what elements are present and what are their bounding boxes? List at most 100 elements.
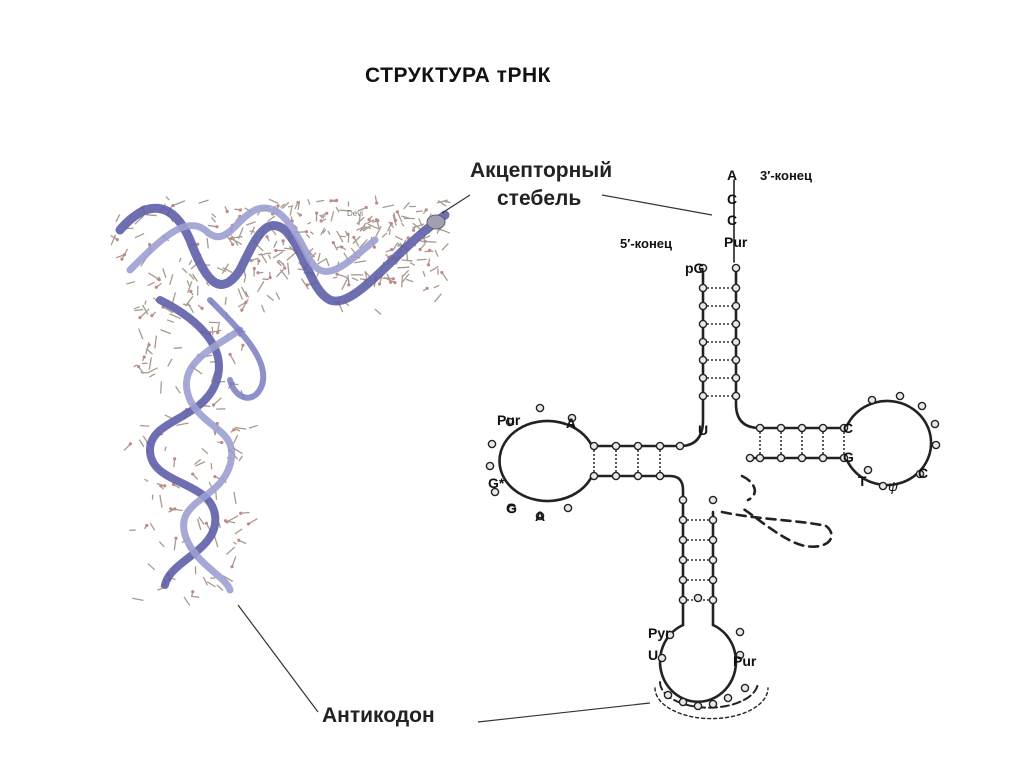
atom-dot xyxy=(223,519,228,523)
atom-dot xyxy=(145,523,149,528)
nucleotide-stick xyxy=(233,434,239,444)
variable-loop-2 xyxy=(740,474,757,502)
nucleotide-circle xyxy=(895,391,905,401)
nucleotide-circle xyxy=(776,423,786,433)
nucleotide-stick xyxy=(439,228,451,234)
nucleotide-circle xyxy=(698,283,708,293)
nucleotide-stick xyxy=(260,252,268,264)
nucleotide-circle xyxy=(818,423,828,433)
base-A-d-loop-top: A xyxy=(566,415,576,431)
atom-dot xyxy=(406,236,410,240)
nucleotide-stick xyxy=(154,335,158,349)
atom-dot xyxy=(281,239,285,243)
nucleotide-circle xyxy=(755,453,765,463)
nucleotide-stick xyxy=(191,595,200,598)
nucleotide-stick xyxy=(183,596,191,606)
nucleotide-stick xyxy=(330,211,335,222)
variable-loop xyxy=(720,506,833,548)
nucleotide-stick xyxy=(222,266,233,273)
three-prime-end-label: 3′-конец xyxy=(760,168,812,183)
backbone-ribbon-stem-2 xyxy=(180,326,244,594)
nucleotide-circle xyxy=(797,423,807,433)
nucleotide-stick xyxy=(172,200,186,207)
nucleotide-stick xyxy=(286,251,297,261)
atom-dot xyxy=(138,316,142,320)
nucleotide-stick xyxy=(409,261,416,266)
nucleotide-stick xyxy=(335,206,340,213)
nucleotide-stick xyxy=(429,265,439,272)
nucleotide-stick xyxy=(134,308,144,312)
nucleotide-circle xyxy=(655,441,665,451)
nucleotide-circle xyxy=(698,301,708,311)
nucleotide-circle xyxy=(878,481,888,491)
nucleotide-circle xyxy=(931,440,941,450)
nucleotide-stick xyxy=(110,234,117,246)
nucleotide-circle xyxy=(535,403,545,413)
atom-dot xyxy=(331,240,335,245)
base-C-1: C xyxy=(727,191,737,207)
atom-dot xyxy=(230,565,234,569)
nucleotide-stick xyxy=(244,291,250,298)
atom-dot xyxy=(304,230,309,234)
nucleotide-circle xyxy=(740,683,750,693)
nucleotide-stick xyxy=(232,541,238,545)
nucleotide-stick xyxy=(188,273,195,280)
nucleotide-stick xyxy=(260,304,266,313)
nucleotide-stick xyxy=(164,414,172,419)
nucleotide-stick xyxy=(202,576,209,586)
nucleotide-circles xyxy=(485,263,941,711)
nucleotide-stick xyxy=(275,269,284,278)
nucleotide-stick xyxy=(358,214,361,226)
nucleotide-stick xyxy=(401,269,410,278)
nucleotide-stick xyxy=(192,273,199,282)
atom-dot xyxy=(425,286,429,290)
atom-dot xyxy=(424,208,428,212)
nucleotide-circle xyxy=(698,263,708,273)
atom-dot xyxy=(163,484,167,488)
nucleotide-stick xyxy=(132,597,144,602)
nucleotide-stick xyxy=(165,196,170,201)
nucleotide-stick xyxy=(339,209,351,212)
base-letters: A C C Pur pG U Pur A G* G A C G T ψ C Py… xyxy=(488,167,928,669)
nucleotide-stick xyxy=(147,563,156,571)
nucleotide-circle xyxy=(507,504,517,514)
atom-dot xyxy=(375,201,379,205)
base-pur-anticodon: Pur xyxy=(733,653,757,669)
nucleotide-circle xyxy=(839,423,849,433)
nucleotide-stick xyxy=(256,280,265,293)
nucleotide-stick xyxy=(364,270,368,279)
nucleotide-stick xyxy=(273,240,278,249)
nucleotide-stick xyxy=(206,581,216,588)
atom-dot xyxy=(252,266,256,271)
base-G-star: G* xyxy=(488,475,505,491)
nucleotide-stick xyxy=(243,274,247,283)
nucleotide-stick xyxy=(231,556,237,567)
nucleotide-stick xyxy=(320,227,325,236)
nucleotide-stick xyxy=(225,520,236,524)
nucleotide-stick xyxy=(201,447,209,455)
nucleotide-stick xyxy=(401,215,410,219)
nucleotide-circle xyxy=(693,593,703,603)
nucleotide-stick xyxy=(167,358,173,367)
nucleotide-stick xyxy=(194,458,202,466)
nucleotide-stick xyxy=(406,251,409,262)
nucleotide-stick xyxy=(198,516,205,525)
base-C-2: C xyxy=(727,212,737,228)
atom-dot xyxy=(393,281,397,285)
nucleotide-stick xyxy=(144,300,147,305)
backbone-ribbon-elbow xyxy=(207,297,267,401)
anticodon-arc-outer xyxy=(654,687,769,720)
base-G-t-stem: G xyxy=(843,449,854,465)
nucleotide-circle xyxy=(708,535,718,545)
nucleotide-stick xyxy=(289,207,293,216)
base-C-t-loop: C xyxy=(918,465,928,481)
atom-dot xyxy=(346,232,350,237)
atom-dot xyxy=(389,222,394,226)
nucleotide-stick xyxy=(317,252,321,262)
atom-dot xyxy=(389,280,393,284)
nucleotide-stick xyxy=(187,302,195,314)
nucleotide-stick xyxy=(297,200,301,210)
nucleotide-circle xyxy=(657,653,667,663)
atom-dot xyxy=(169,507,173,511)
nucleotide-stick xyxy=(287,262,290,275)
